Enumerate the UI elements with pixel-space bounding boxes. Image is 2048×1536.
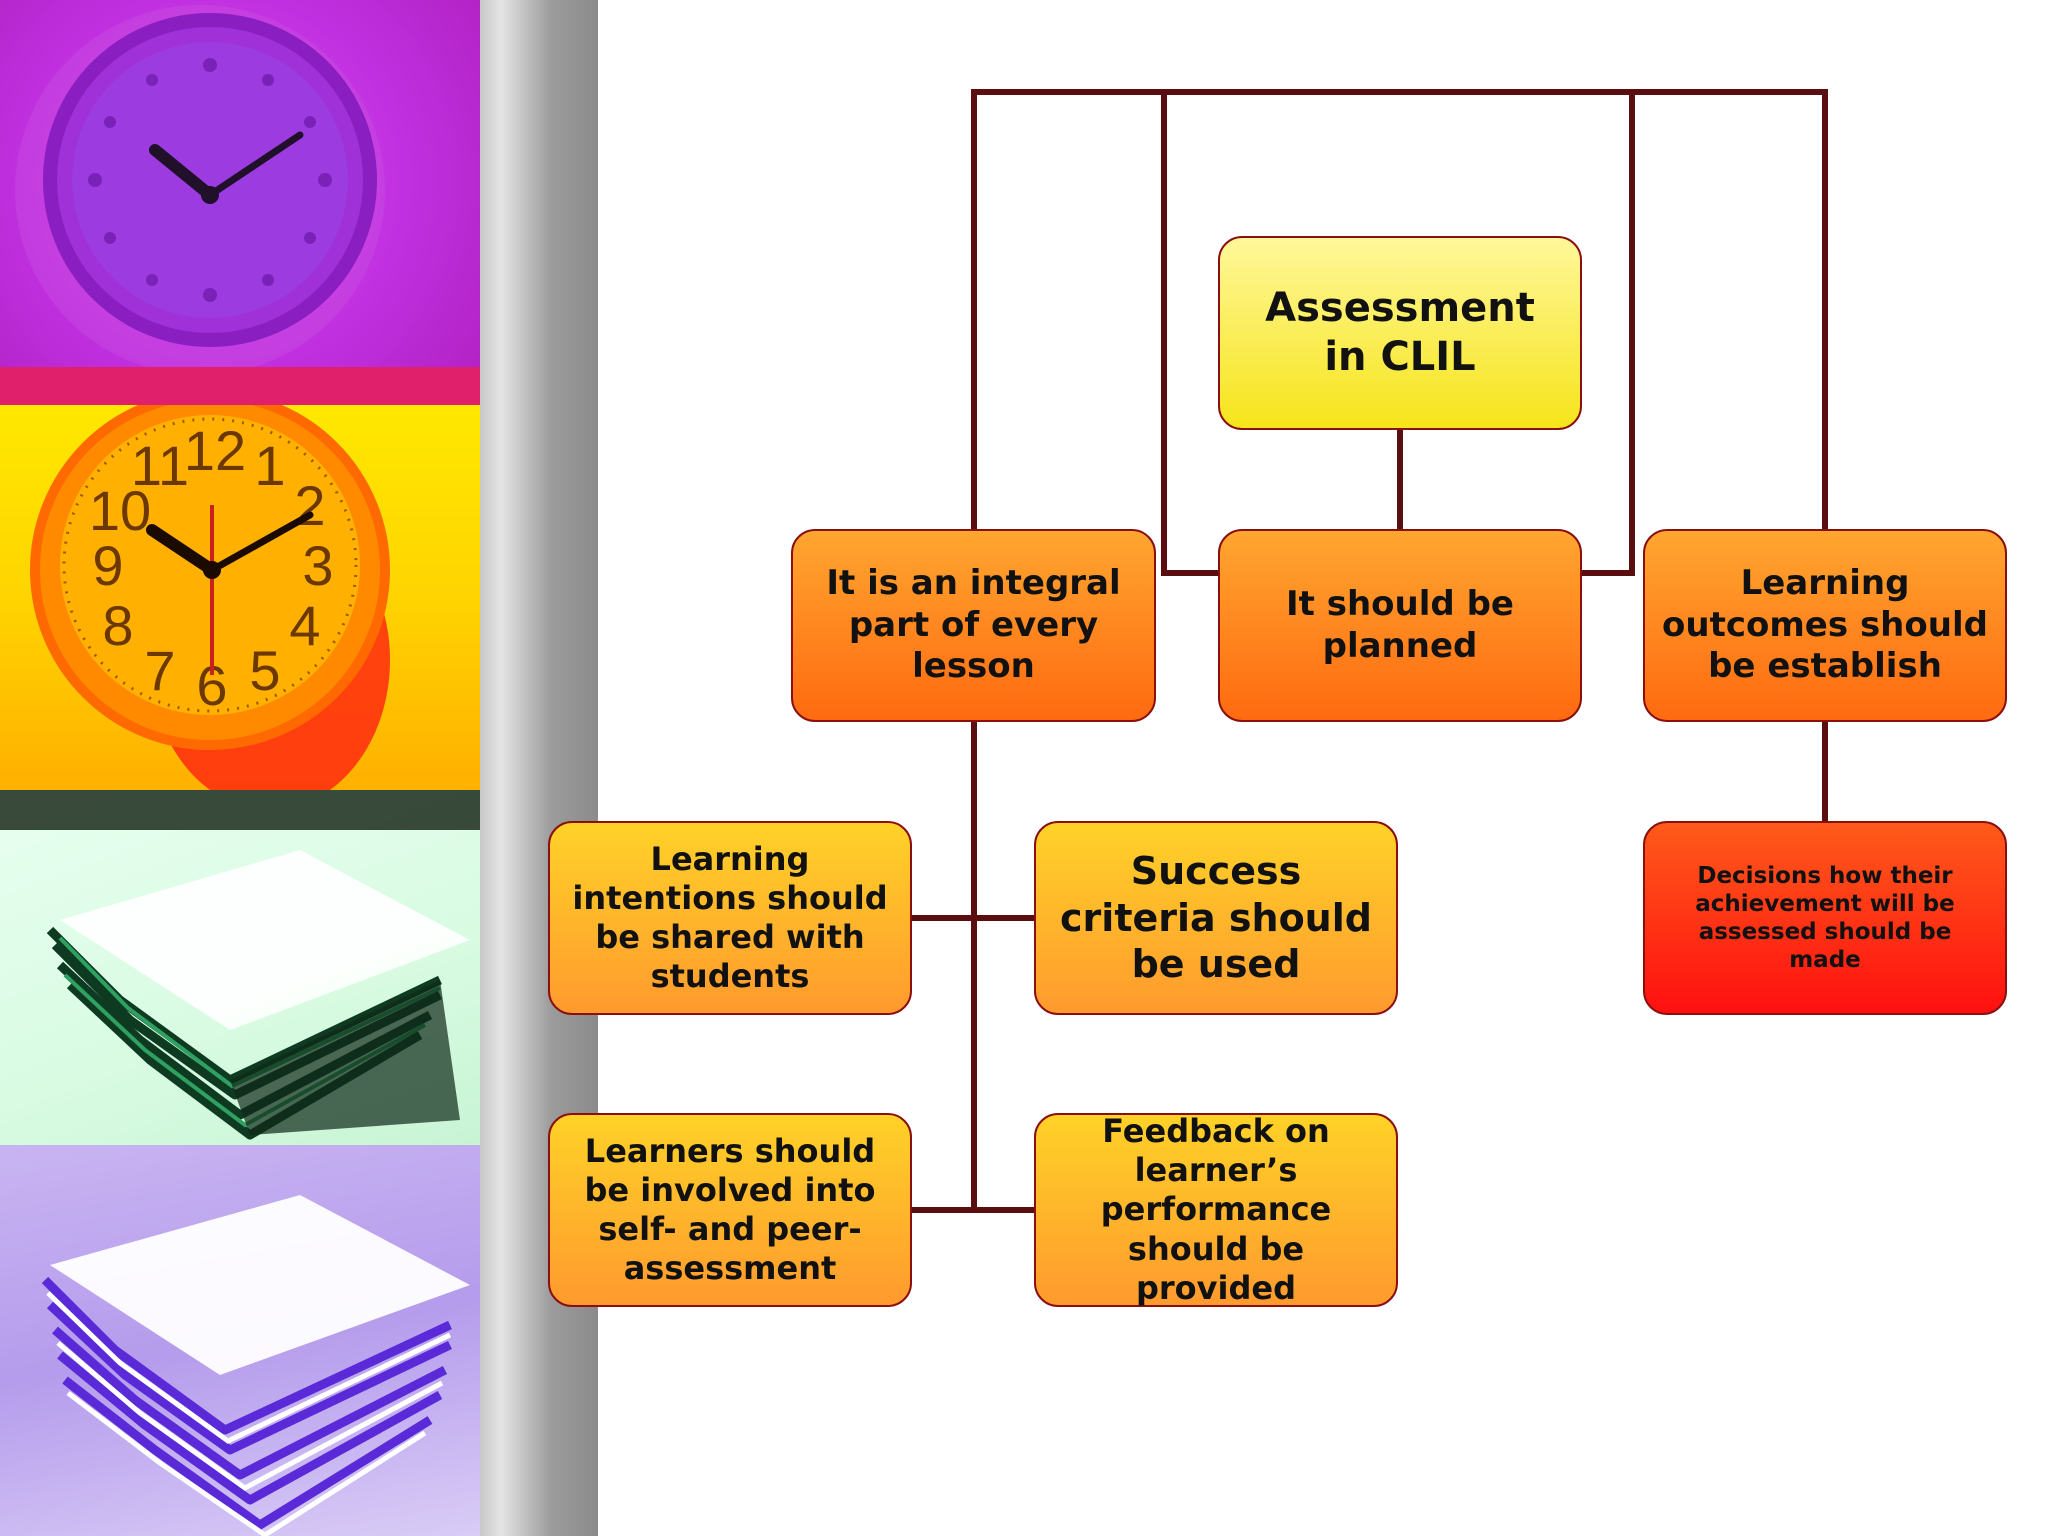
clock-magenta-icon <box>15 5 385 375</box>
principle-box-outcomes: Learning outcomes should be establish <box>1643 529 2007 722</box>
practice-box-success-criteria: Success criteria should be used <box>1034 821 1398 1015</box>
svg-text:1: 1 <box>254 434 285 497</box>
svg-text:5: 5 <box>249 639 280 702</box>
svg-text:9: 9 <box>92 534 123 597</box>
photo-panel-clock-magenta <box>0 0 480 405</box>
practice-box-feedback: Feedback on learner’s performance should… <box>1034 1112 1398 1307</box>
svg-text:8: 8 <box>102 594 133 657</box>
svg-text:11: 11 <box>131 434 189 497</box>
principle-box-planned: It should be planned <box>1218 529 1582 722</box>
svg-text:3: 3 <box>302 534 333 597</box>
svg-text:4: 4 <box>289 594 320 657</box>
svg-text:2: 2 <box>294 474 325 537</box>
photo-panel-papers-green <box>0 790 480 1145</box>
svg-text:10: 10 <box>89 479 151 542</box>
practice-box-self-peer-assessment: Learners should be involved into self- a… <box>548 1113 912 1307</box>
photo-panel-papers-violet <box>0 1145 480 1536</box>
magenta-band <box>0 367 480 405</box>
papers-violet-icon <box>41 1195 470 1536</box>
svg-text:12: 12 <box>184 419 246 482</box>
svg-text:7: 7 <box>144 639 175 702</box>
detail-box-decisions: Decisions how their achievement will be … <box>1643 821 2007 1015</box>
root-box: Assessment in CLIL <box>1218 236 1582 430</box>
principle-box-integral: It is an integral part of every lesson <box>791 529 1156 722</box>
practice-box-learning-intentions: Learning intentions should be shared wit… <box>548 821 912 1015</box>
papers-green-icon <box>0 790 480 1140</box>
